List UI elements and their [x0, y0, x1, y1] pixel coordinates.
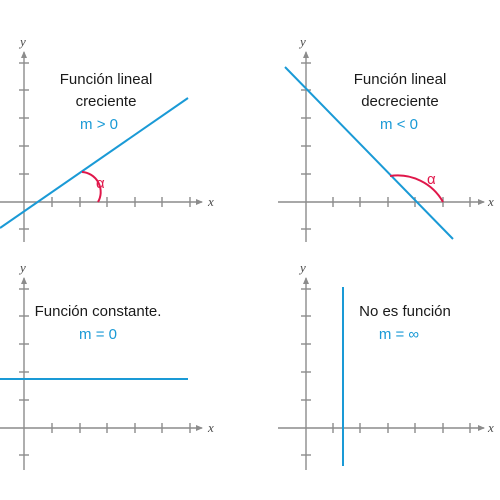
y-axis-label: y: [298, 34, 306, 49]
y-ticks: [19, 62, 29, 230]
panel-title-line1: Función constante.: [35, 303, 162, 320]
slope-label: m < 0: [380, 116, 418, 133]
panel-vertical: y x No es función m = ∞: [278, 260, 494, 470]
panel-title-line1: Función lineal: [60, 71, 153, 88]
axes-constant: [0, 277, 203, 470]
slope-label: m = 0: [79, 326, 117, 343]
increasing-line: [0, 97, 189, 229]
panel-increasing: y x α Función lineal creciente m > 0: [0, 34, 214, 242]
x-axis-label: x: [487, 420, 494, 435]
y-ticks: [301, 288, 311, 456]
slope-label: m = ∞: [379, 326, 420, 343]
angle-arc: [389, 174, 444, 203]
y-axis-label: y: [298, 260, 306, 275]
panel-constant: y x Función constante. m = 0: [0, 260, 214, 470]
angle-arc: [81, 171, 102, 203]
y-axis-label: y: [18, 34, 26, 49]
panel-title-line2: decreciente: [361, 93, 439, 110]
y-ticks: [19, 288, 29, 456]
panel-title-line1: Función lineal: [354, 71, 447, 88]
axes-decreasing: [278, 51, 485, 242]
x-ticks: [332, 423, 471, 433]
panel-title-line2: creciente: [76, 93, 137, 110]
angle-symbol: α: [427, 171, 436, 188]
panel-title-line1: No es función: [359, 303, 451, 320]
x-axis-label: x: [207, 194, 214, 209]
slope-label: m > 0: [80, 116, 118, 133]
panel-decreasing: y x α Función lineal decreciente m < 0: [278, 34, 494, 242]
x-ticks: [51, 423, 191, 433]
x-axis-label: x: [487, 194, 494, 209]
angle-symbol: α: [96, 175, 105, 192]
axes-vertical: [278, 277, 485, 470]
y-ticks: [301, 62, 311, 230]
y-axis-label: y: [18, 260, 26, 275]
decreasing-line: [284, 66, 454, 240]
x-axis-label: x: [207, 420, 214, 435]
x-ticks: [51, 197, 191, 207]
